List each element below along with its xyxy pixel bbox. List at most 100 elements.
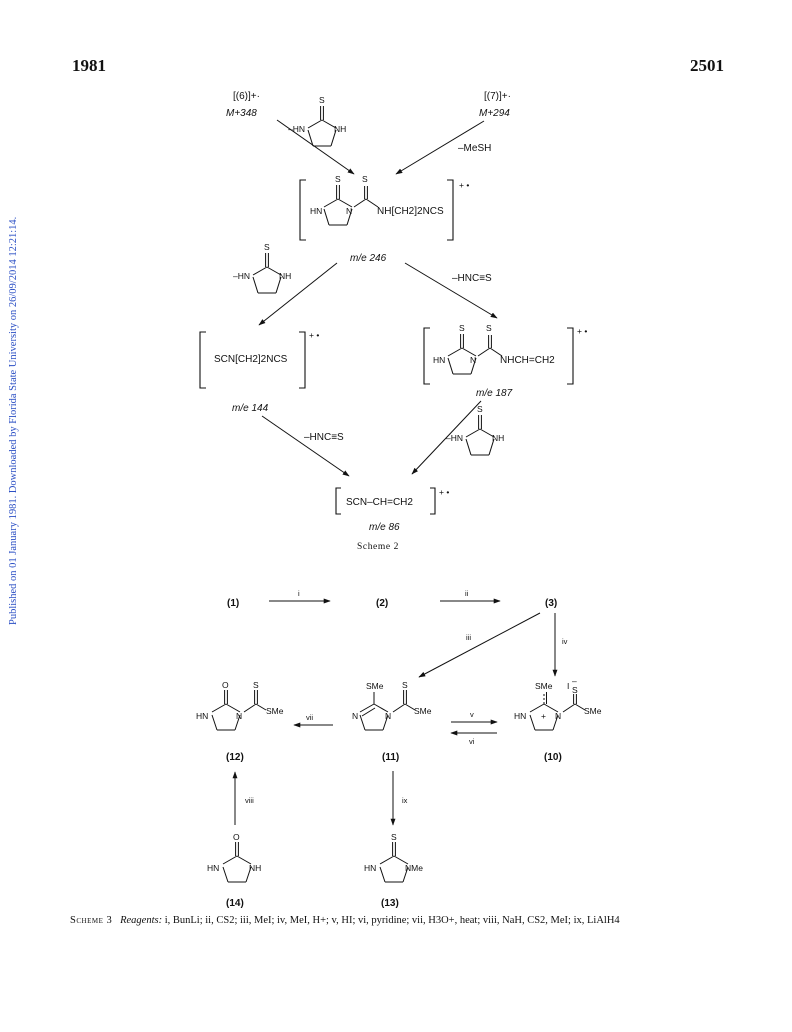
bracket-86-left: [335, 487, 341, 515]
lost-imidazolidinethione-structure-3: S –HN NH: [446, 404, 504, 456]
step-ix: ix: [402, 796, 408, 805]
svg-text:–: –: [572, 676, 577, 686]
scheme3-reagents-label: Reagents:: [120, 915, 163, 926]
step-vii: vii: [306, 713, 313, 722]
svg-text:N: N: [346, 206, 352, 216]
ion-7-label: [(7)]+·: [484, 91, 511, 102]
step-vi: vi: [469, 737, 475, 746]
bracket-86-right: [430, 487, 436, 515]
svg-text:NH: NH: [334, 124, 346, 134]
arrow-144-to-86: [261, 415, 350, 477]
svg-text:NH: NH: [492, 433, 504, 443]
compound-12-structure: O HN N S SMe: [196, 680, 284, 731]
svg-text:N: N: [236, 711, 242, 721]
svg-text:HN: HN: [364, 863, 376, 873]
ion-86-formula: SCN–CH=CH2: [346, 497, 413, 508]
svg-text:S: S: [264, 242, 270, 252]
svg-text:S: S: [319, 95, 325, 105]
svg-text:S: S: [402, 680, 408, 690]
ion-187-substituent: NHCH=CH2: [500, 355, 555, 366]
scheme3-reagents-text: i, BunLi; ii, CS2; iii, MeI; iv, MeI, H+…: [164, 915, 620, 926]
svg-text:+: +: [541, 711, 546, 721]
compound-2-label: (2): [376, 598, 388, 609]
compound-10-label: (10): [544, 752, 562, 763]
page-number: 2501: [690, 56, 724, 75]
svg-text:S: S: [486, 323, 492, 333]
compound-11-label: (11): [382, 752, 399, 763]
svg-text:N: N: [352, 711, 358, 721]
compound-11-structure: SMe N N S SMe: [352, 680, 432, 731]
arrow-187-to-86: [411, 400, 482, 475]
ion-144-formula: SCN[CH2]2NCS: [214, 354, 288, 365]
bracket-246-right: [447, 179, 454, 241]
arrow-6-to-246: [276, 119, 355, 175]
ion-187-structure: S HN N S NHCH=CH2: [433, 323, 555, 375]
compound-12-label: (12): [226, 752, 244, 763]
ion-246-mass: m/e 246: [350, 253, 387, 264]
svg-text:S: S: [459, 323, 465, 333]
ion-6-label: [(6)]+·: [233, 91, 260, 102]
svg-text:N: N: [555, 711, 561, 721]
arrow-246-to-144: [258, 262, 338, 326]
ion-187-mass: m/e 187: [476, 388, 513, 399]
svg-text:+ •: + •: [577, 326, 587, 336]
scheme2-caption: Scheme 2: [357, 542, 399, 552]
svg-text:S: S: [477, 404, 483, 414]
journal-year: 1981: [72, 56, 106, 75]
bracket-187-left: [423, 327, 430, 385]
svg-text:HN: HN: [196, 711, 208, 721]
svg-text:HN: HN: [207, 863, 219, 873]
svg-text:S: S: [362, 174, 368, 184]
loss-hncs-label-2: –HNC≡S: [304, 432, 344, 443]
scheme3-caption: Scheme 3 Reagents: i, BunLi; ii, CS2; ii…: [70, 914, 722, 927]
svg-text:SMe: SMe: [266, 706, 284, 716]
arrow-7-to-246: [395, 120, 485, 175]
svg-text:S: S: [391, 832, 397, 842]
svg-text:SMe: SMe: [535, 681, 553, 691]
svg-text:HN: HN: [310, 206, 322, 216]
step-iv: iv: [562, 637, 568, 646]
ion-246-structure: S HN N S NH[CH2]2NCS: [310, 174, 444, 226]
ion-144-mass: m/e 144: [232, 403, 269, 414]
svg-text:N: N: [470, 355, 476, 365]
svg-text:N: N: [385, 711, 391, 721]
compound-13-label: (13): [381, 898, 399, 909]
ion-86-mass: m/e 86: [369, 522, 400, 533]
step-ii: ii: [465, 589, 469, 598]
svg-text:–HN: –HN: [446, 433, 463, 443]
compound-10-structure: SMe I – HN + N S SMe: [514, 676, 602, 731]
svg-text:SMe: SMe: [366, 681, 384, 691]
compound-3-label: (3): [545, 598, 557, 609]
step-i: i: [298, 589, 300, 598]
scheme3: (1) i (2) ii (3) iii iv O HN N S: [196, 589, 602, 909]
svg-text:+ •: + •: [459, 180, 469, 190]
scheme2: [(6)]+· M+348 [(7)]+· M+294 S –HN NH –Me…: [199, 91, 587, 552]
loss-hncs-label-1: –HNC≡S: [452, 273, 492, 284]
svg-text:SMe: SMe: [584, 706, 602, 716]
scheme3-caption-label: Scheme 3: [70, 915, 113, 926]
svg-text:NH: NH: [279, 271, 291, 281]
step-iii: iii: [466, 633, 471, 642]
compound-13-structure: S HN NMe: [364, 832, 423, 883]
bracket-246-left: [299, 179, 306, 241]
svg-text:HN: HN: [433, 355, 445, 365]
svg-text:I: I: [567, 681, 569, 691]
svg-text:–HN: –HN: [233, 271, 250, 281]
svg-text:S: S: [572, 685, 578, 695]
svg-text:HN: HN: [514, 711, 526, 721]
svg-text:O: O: [222, 680, 229, 690]
step-v: v: [470, 710, 474, 719]
compound-14-label: (14): [226, 898, 244, 909]
svg-text:NH: NH: [249, 863, 261, 873]
compound-1-label: (1): [227, 598, 239, 609]
svg-text:O: O: [233, 832, 240, 842]
ion-6-mass: M+348: [226, 108, 257, 119]
svg-text:SMe: SMe: [414, 706, 432, 716]
ion-7-mass: M+294: [479, 108, 510, 119]
bracket-144-right: [299, 331, 306, 389]
svg-text:NMe: NMe: [405, 863, 423, 873]
arrow-3-to-11: [418, 612, 541, 678]
arrow-246-to-187: [404, 262, 498, 319]
loss-mesh-label: –MeSH: [458, 143, 491, 154]
